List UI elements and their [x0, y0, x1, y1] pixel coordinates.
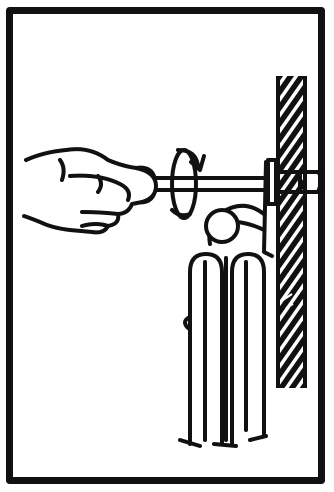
- wall-icon: [278, 76, 305, 388]
- frame-border: [10, 11, 322, 481]
